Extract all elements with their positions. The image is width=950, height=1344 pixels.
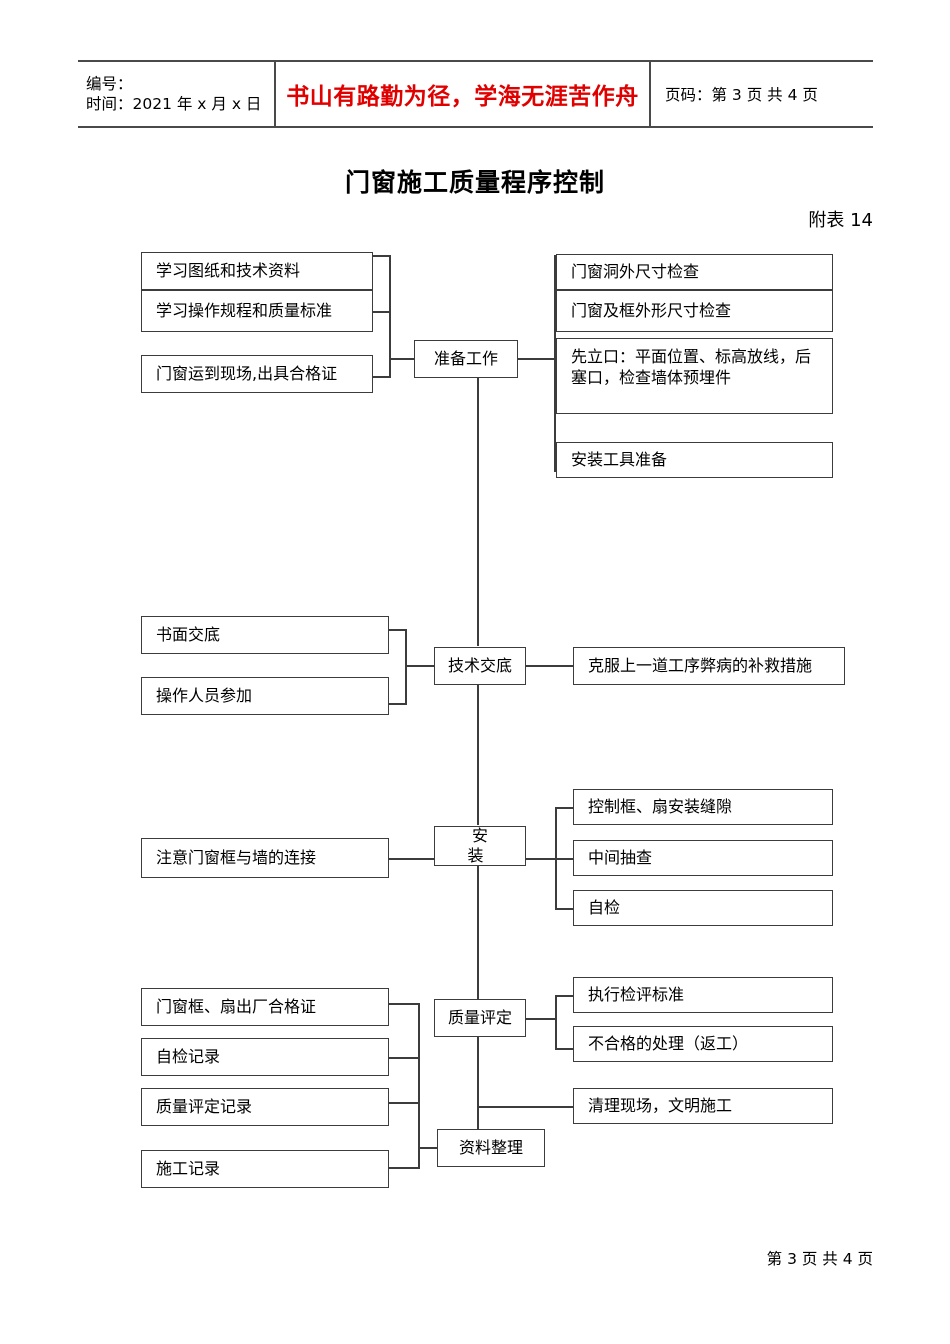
header-time-label: 时间：2021 年 x 月 x 日 [86, 95, 262, 113]
flow-box-study-drawings: 学习图纸和技术资料 [141, 252, 373, 290]
flow-box-written-disclosure: 书面交底 [141, 616, 389, 654]
connector-node-to-cleanup [477, 1106, 573, 1108]
flow-node-technical-disclosure: 技术交底 [434, 647, 526, 685]
connector-spine-3-4 [477, 866, 479, 999]
flow-box-tool-preparation: 安装工具准备 [556, 442, 833, 478]
connector-left-to-node-1 [389, 358, 415, 360]
connector-stub-l5b [389, 1057, 419, 1059]
header-cell-motto: 书山有路勤为径，学海无涯苦作舟 [276, 62, 651, 126]
header-page-label: 页码：第 3 页 共 4 页 [665, 86, 818, 104]
flow-node-installation: 安 装 [434, 826, 526, 866]
connector-spine-1-2 [477, 378, 479, 646]
flow-box-nonconformity-rework: 不合格的处理（返工） [573, 1026, 833, 1062]
connector-node-to-right-3 [526, 858, 556, 860]
flow-box-site-cleanup: 清理现场，文明施工 [573, 1088, 833, 1124]
connector-stub-l1b [373, 311, 390, 313]
connector-vertical-left-5 [418, 1003, 420, 1169]
header-cell-meta: 编号： 时间：2021 年 x 月 x 日 [78, 62, 276, 126]
header-cell-page: 页码：第 3 页 共 4 页 [651, 62, 873, 126]
connector-vertical-right-4 [555, 995, 557, 1050]
flow-box-opening-dimension-check: 门窗洞外尺寸检查 [556, 254, 833, 290]
connector-stub-l1a [373, 255, 390, 257]
connector-vertical-right-1 [554, 255, 556, 472]
connector-stub-l5d [389, 1167, 419, 1169]
flow-box-construction-record: 施工记录 [141, 1150, 389, 1188]
connector-stub-l2b [389, 703, 406, 705]
flow-box-quality-assessment-record: 质量评定记录 [141, 1088, 389, 1126]
connector-node-to-right-2 [526, 665, 574, 667]
flow-box-self-inspection-record: 自检记录 [141, 1038, 389, 1076]
connector-stub-r4a [555, 995, 574, 997]
connector-stub-r3b [555, 858, 574, 860]
connector-stub-l1c [373, 376, 390, 378]
flow-node-quality-assessment: 质量评定 [434, 999, 526, 1037]
flow-box-frame-dimension-check: 门窗及框外形尺寸检查 [556, 290, 833, 332]
header-motto: 书山有路勤为径，学海无涯苦作舟 [286, 84, 639, 110]
connector-spine-4-5 [477, 1037, 479, 1129]
flow-box-delivery-cert: 门窗运到现场,出具合格证 [141, 355, 373, 393]
flow-node-preparation: 准备工作 [414, 340, 518, 378]
connector-vertical-left-2 [405, 629, 407, 705]
page-subtitle: 附表 14 [808, 210, 873, 231]
flow-box-operator-participation: 操作人员参加 [141, 677, 389, 715]
connector-left-to-node-3 [389, 858, 435, 860]
connector-spine-2-3 [477, 685, 479, 825]
connector-stub-r3c [555, 908, 574, 910]
flow-box-remedial-measures: 克服上一道工序弊病的补救措施 [573, 647, 845, 685]
header-table: 编号： 时间：2021 年 x 月 x 日 书山有路勤为径，学海无涯苦作舟 页码… [78, 60, 873, 128]
connector-left-to-node-2 [405, 665, 435, 667]
flow-box-gap-control: 控制框、扇安装缝隙 [573, 789, 833, 825]
page-footer: 第 3 页 共 4 页 [766, 1250, 873, 1268]
flow-box-frame-wall-connection: 注意门窗框与墙的连接 [141, 838, 389, 878]
connector-stub-l2a [389, 629, 406, 631]
connector-node-to-right-1 [518, 358, 555, 360]
flow-box-study-procedures: 学习操作规程和质量标准 [141, 290, 373, 332]
connector-vertical-left-1 [389, 255, 391, 378]
connector-stub-r4b [555, 1048, 574, 1050]
page-title: 门窗施工质量程序控制 [344, 168, 605, 197]
flow-box-evaluation-standard: 执行检评标准 [573, 977, 833, 1013]
connector-stub-l5a [389, 1003, 419, 1005]
connector-stub-r3a [555, 807, 574, 809]
flow-box-factory-certificate: 门窗框、扇出厂合格证 [141, 988, 389, 1026]
connector-node-to-right-4 [526, 1018, 556, 1020]
flow-node-document-compilation: 资料整理 [437, 1129, 545, 1167]
flow-box-positioning-embedded-parts: 先立口：平面位置、标高放线，后塞口，检查墙体预埋件 [556, 338, 833, 414]
connector-left-to-node-5 [418, 1147, 438, 1149]
flow-box-intermediate-inspection: 中间抽查 [573, 840, 833, 876]
connector-stub-l5c [389, 1102, 419, 1104]
header-id-label: 编号： [86, 75, 133, 93]
flow-box-self-inspection: 自检 [573, 890, 833, 926]
